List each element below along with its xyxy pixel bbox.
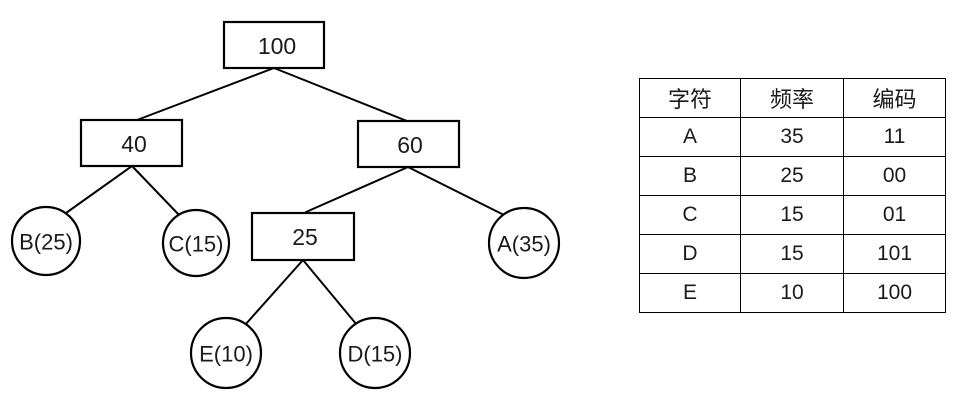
tree-edge-25-E	[244, 259, 304, 326]
column-header-code: 编码	[843, 78, 946, 118]
tree-edge-60-A	[407, 166, 505, 216]
cell-character: D	[639, 234, 741, 274]
tree-node-25-label: 25	[292, 224, 318, 250]
tree-leaf-b-circle	[10, 205, 82, 277]
cell-character: A	[639, 117, 741, 157]
tree-leaf-c-circle	[161, 208, 231, 278]
table-row: C 15 01	[639, 195, 946, 235]
tree-edges	[65, 67, 505, 326]
tree-leaf-c-label: C(15)	[168, 232, 223, 257]
tree-node-40: 40	[79, 118, 184, 168]
tree-edge-40-C	[131, 165, 181, 217]
tree-leaf-e: E(10)	[189, 316, 263, 390]
huffman-code-table: 字符 频率 编码 A 35 11 B 25 00 C 15 01 D	[639, 78, 946, 313]
tree-leaf-a-label: A(35)	[497, 232, 551, 257]
cell-character: B	[639, 156, 741, 196]
huffman-code-table-container: 字符 频率 编码 A 35 11 B 25 00 C 15 01 D	[639, 78, 946, 313]
tree-leaf-d: D(15)	[338, 316, 412, 390]
table-row: B 25 00	[639, 156, 946, 196]
cell-code: 101	[843, 234, 946, 274]
cell-frequency: 15	[740, 195, 844, 235]
cell-code: 11	[843, 117, 946, 157]
cell-frequency: 15	[740, 234, 844, 274]
table-row: A 35 11	[639, 117, 946, 157]
tree-node-60: 60	[356, 119, 461, 169]
tree-leaf-a: A(35)	[487, 206, 561, 280]
tree-leaf-b-label: B(25)	[19, 230, 73, 255]
tree-leaf-c: C(15)	[161, 208, 231, 278]
tree-node-25: 25	[250, 211, 356, 262]
code-table-body: A 35 11 B 25 00 C 15 01 D 15 101 E 10	[639, 117, 946, 313]
tree-edge-60-25	[305, 166, 409, 213]
tree-node-60-label: 60	[397, 132, 423, 158]
huffman-tree-canvas: 100 40 60 B(25) C(15) 25 A	[10, 20, 561, 390]
tree-leaf-d-label: D(15)	[347, 342, 402, 367]
cell-code: 100	[843, 273, 946, 313]
tree-node-root: 100	[222, 20, 326, 70]
tree-node-root-label: 100	[258, 33, 296, 59]
tree-leaf-d-circle	[338, 316, 412, 390]
cell-frequency: 25	[740, 156, 844, 196]
cell-character: C	[639, 195, 741, 235]
tree-edge-25-D	[302, 259, 358, 326]
tree-leaf-b: B(25)	[10, 205, 82, 277]
tree-node-60-box	[356, 119, 461, 169]
huffman-tree-figure: 100 40 60 B(25) C(15) 25 A	[10, 20, 561, 390]
cell-frequency: 10	[740, 273, 844, 313]
table-row: D 15 101	[639, 234, 946, 274]
cell-frequency: 35	[740, 117, 844, 157]
code-table-header-row: 字符 频率 编码	[639, 78, 946, 118]
tree-node-40-label: 40	[121, 131, 147, 157]
tree-edge-40-B	[65, 165, 133, 214]
tree-leaf-e-circle	[189, 316, 263, 390]
tree-edge-root-60	[273, 67, 408, 122]
tree-leaf-a-circle	[487, 206, 561, 280]
tree-node-25-box	[250, 211, 356, 262]
column-header-frequency: 频率	[740, 78, 844, 118]
tree-edge-root-40	[136, 67, 275, 121]
code-table-head: 字符 频率 编码	[639, 78, 946, 118]
column-header-character: 字符	[639, 78, 741, 118]
cell-code: 00	[843, 156, 946, 196]
tree-leaf-e-label: E(10)	[199, 342, 253, 367]
cell-code: 01	[843, 195, 946, 235]
cell-character: E	[639, 273, 741, 313]
table-row: E 10 100	[639, 273, 946, 313]
tree-node-40-box	[79, 118, 184, 168]
tree-node-root-box	[222, 20, 326, 70]
